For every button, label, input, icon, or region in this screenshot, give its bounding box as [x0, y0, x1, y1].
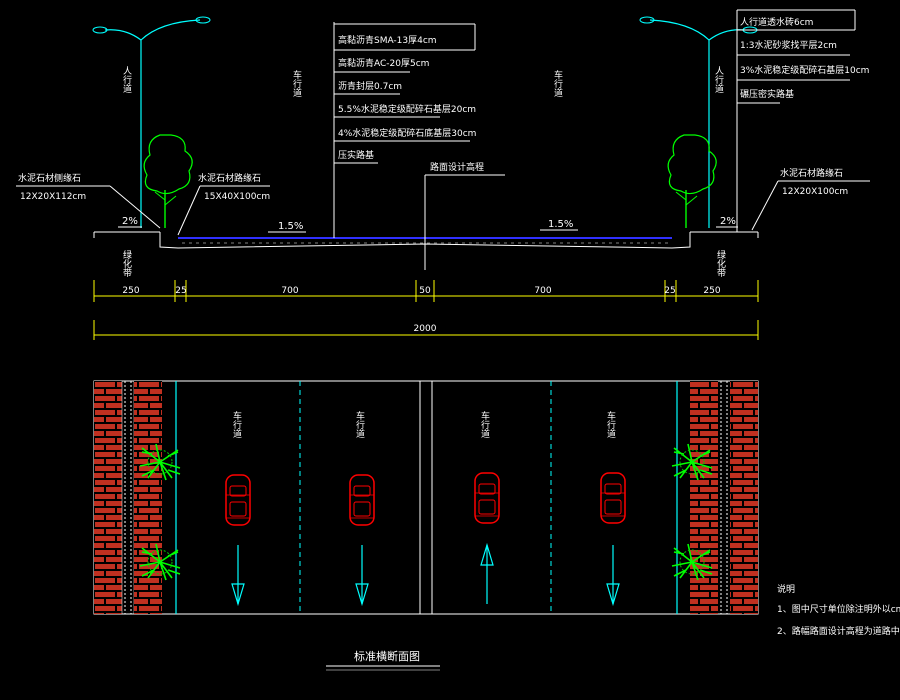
right-curb-size: 12X20X100cm [782, 187, 848, 197]
left-green-label: 绿化带 [121, 249, 132, 278]
design-elevation-label: 路面设计高程 [430, 161, 484, 173]
car-lane-4 [600, 472, 626, 524]
right-brick-sidewalk [730, 381, 758, 614]
car-lane-2 [349, 474, 375, 526]
right-sidewalk-label: 人行道 [713, 66, 724, 94]
arrow-down-lane-2 [355, 545, 369, 607]
plan-lane-label-1: 车行道 [231, 410, 242, 439]
left-brick-sidewalk [94, 381, 122, 614]
arrow-down-lane-1 [231, 545, 245, 607]
note-1: 1、图中尺寸单位除注明外以cm计。 [777, 603, 900, 615]
plan-lane-label-4: 车行道 [605, 410, 616, 439]
slope-left-road: 1.5% [278, 221, 303, 232]
plan-lane-label-3: 车行道 [479, 410, 490, 439]
pavement-layer-6: 压实路基 [338, 149, 374, 161]
sidewalk-layer-2: 1:3水泥砂浆找平层2cm [740, 39, 837, 51]
left-sidewalk-label: 人行道 [121, 66, 132, 94]
design-elevation-callout: 路面设计高程 [424, 161, 505, 270]
plan-view [93, 380, 759, 615]
pavement-layer-3: 沥青封层0.7cm [338, 80, 402, 92]
dim-seg-1: 250 [122, 286, 139, 296]
left-curb-size: 15X40X100cm [204, 192, 270, 202]
plant-curb-name: 水泥石材侧缘石 [18, 172, 81, 184]
pavement-layer-callout [333, 22, 476, 238]
plan-lane-label-2: 车行道 [354, 410, 365, 439]
arrow-down-lane-4 [606, 545, 620, 607]
sidewalk-layer-3: 3%水泥稳定级配碎石基层10cm [740, 64, 869, 76]
dim-seg-5: 700 [534, 286, 551, 296]
right-green-label: 绿化带 [715, 249, 726, 278]
right-carriageway-label: 车行道 [552, 69, 563, 98]
street-lamp-left [92, 16, 211, 228]
pavement-layer-4: 5.5%水泥稳定级配碎石基层20cm [338, 103, 476, 115]
left-curb-name: 水泥石材路缘石 [198, 172, 261, 184]
note-2: 2、路幅路面设计高程为道路中心线高程。 [777, 625, 900, 637]
left-curb-callout [16, 185, 270, 236]
plant-curb-size: 12X20X112cm [20, 192, 86, 202]
car-lane-3 [474, 472, 500, 524]
left-carriageway-label: 车行道 [291, 69, 302, 98]
dim-seg-7: 250 [703, 286, 720, 296]
notes-heading: 说明 [777, 583, 795, 595]
dim-seg-2: 25 [175, 286, 186, 296]
pavement-layer-2: 高黏沥青AC-20厚5cm [338, 57, 429, 69]
drawing-title: 标准横断面图 [354, 649, 420, 663]
right-curb-name: 水泥石材路缘石 [780, 167, 843, 179]
pavement-layer-1: 高黏沥青SMA-13厚4cm [338, 34, 437, 46]
arrow-up-lane-3 [480, 542, 494, 604]
slope-right-road: 1.5% [548, 219, 573, 230]
dim-total: 2000 [414, 324, 437, 334]
sidewalk-layer-callout [736, 9, 856, 232]
car-lane-1 [225, 474, 251, 526]
sidewalk-layer-4: 碾压密实路基 [740, 88, 794, 100]
sidewalk-layer-1: 人行道透水砖6cm [740, 16, 813, 28]
tree-right [667, 134, 717, 228]
right-curb-callout: 水泥石材路缘石 12X20X100cm [751, 167, 870, 231]
dimension-chain [93, 280, 759, 340]
slope-right-sidewalk: 2% [720, 216, 736, 227]
dim-seg-3: 700 [281, 286, 298, 296]
dim-seg-6: 25 [664, 286, 675, 296]
road-surface [93, 231, 759, 249]
slope-left-sidewalk: 2% [122, 216, 138, 227]
pavement-layer-5: 4%水泥稳定级配碎石底基层30cm [338, 127, 476, 139]
dim-seg-4: 50 [419, 286, 431, 296]
left-tactile-strip [121, 380, 135, 615]
tree-left [143, 134, 193, 228]
